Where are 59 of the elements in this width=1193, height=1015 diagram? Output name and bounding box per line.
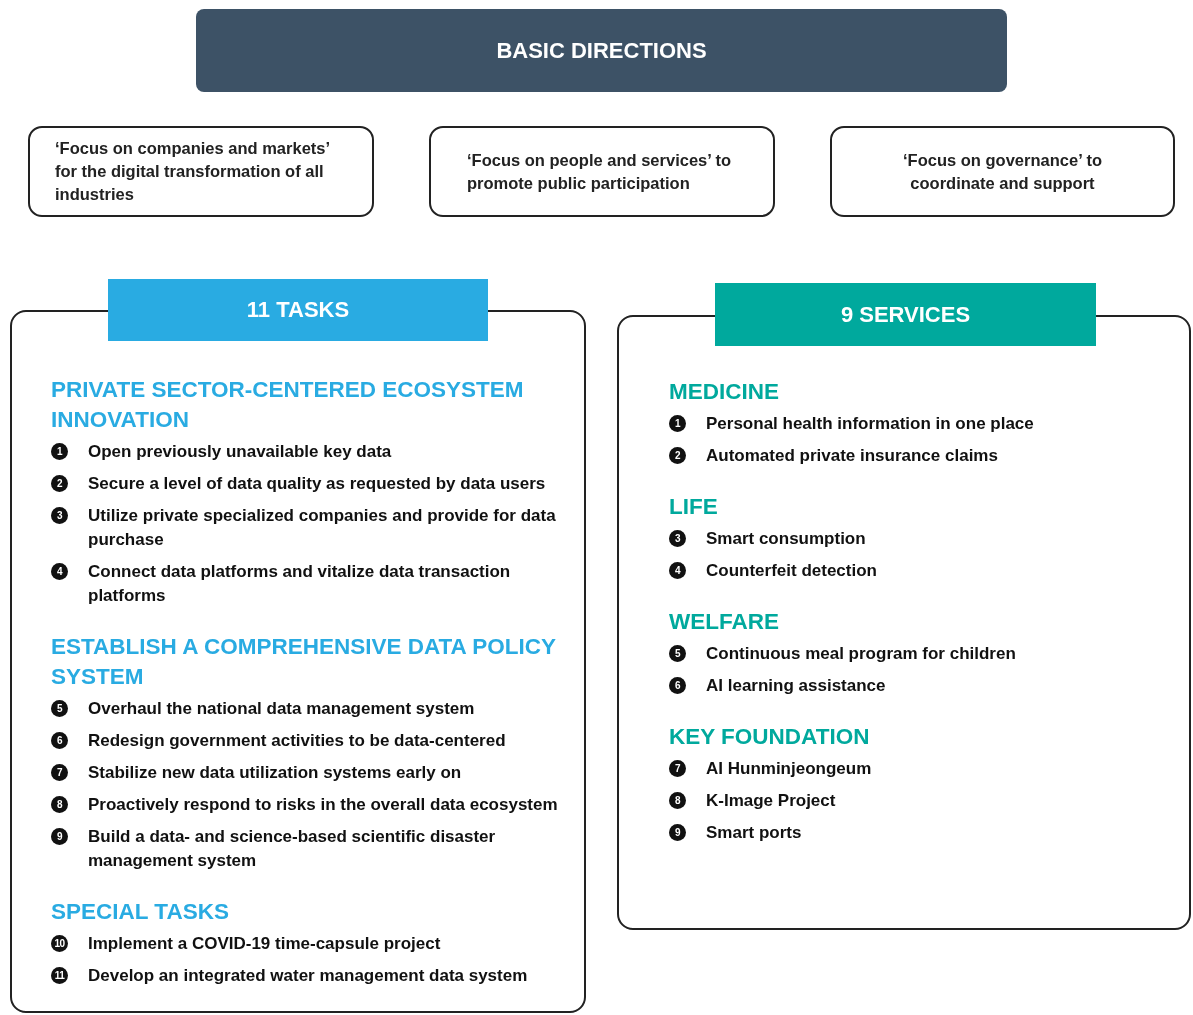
list-item: Counterfeit detection: [706, 560, 877, 582]
list-item: Stabilize new data utilization systems early on: [88, 762, 462, 784]
item-number: 11: [51, 967, 68, 984]
item-number: 9: [51, 828, 68, 845]
list-item: Overhaul the national data management system: [88, 698, 475, 720]
list-item: Smart consumption: [706, 528, 866, 550]
list-item: Connect data platforms and vitalize data transaction platforms: [88, 561, 512, 607]
list-item: Open previously unavailable key data: [88, 441, 392, 463]
list-item: Build a data- and science-based scientific disaster management system: [88, 826, 497, 872]
item-number: 1: [51, 443, 68, 460]
item-number: 3: [51, 507, 68, 524]
list-item: Utilize private specialized companies and provide for data purchase: [88, 505, 557, 551]
list-item: K-Image Project: [706, 790, 836, 812]
item-number: 2: [51, 475, 68, 492]
section-heading: LIFE: [669, 493, 719, 521]
list-item: AI Hunminjeongeum: [706, 758, 872, 780]
item-number: 4: [669, 562, 686, 579]
section-heading: ESTABLISH A COMPREHENSIVE DATA POLICY SYSTEM: [51, 633, 557, 691]
heading-text: 11 TASKS: [246, 297, 350, 323]
list-item: Automated private insurance claims: [706, 445, 998, 467]
direction-box: [830, 126, 1175, 217]
list-item: AI learning assistance: [706, 675, 886, 697]
item-number: 5: [51, 700, 68, 717]
services-heading-tab: [715, 283, 1096, 346]
list-item: Implement a COVID-19 time-capsule project: [88, 933, 441, 955]
item-number: 8: [51, 796, 68, 813]
heading-text: 9 SERVICES: [840, 301, 971, 328]
item-number: 6: [51, 732, 68, 749]
title-band: [196, 9, 1007, 92]
item-number: 1: [669, 415, 686, 432]
item-number: 7: [51, 764, 68, 781]
item-number: 8: [669, 792, 686, 809]
heading-text: BASIC DIRECTIONS: [496, 37, 707, 64]
direction-text: ‘Focus on governance’ to coordinate and support: [902, 149, 1103, 194]
list-item: Develop an integrated water management data system: [88, 965, 528, 987]
item-number: 3: [669, 530, 686, 547]
section-heading: KEY FOUNDATION: [669, 723, 871, 751]
list-item: Redesign government activities to be data-centered: [88, 730, 506, 752]
list-item: Secure a level of data quality as requested by data users: [88, 473, 546, 495]
item-number: 2: [669, 447, 686, 464]
direction-text: ‘Focus on companies and markets’ for the digital transformation of all industries: [55, 138, 331, 205]
direction-box: [28, 126, 374, 217]
item-number: 5: [669, 645, 686, 662]
list-item: Smart ports: [706, 822, 802, 844]
direction-text: ‘Focus on people and services’ to promote public participation: [467, 149, 733, 194]
section-heading: PRIVATE SECTOR-CENTERED ECOSYSTEM INNOVATION: [51, 376, 525, 434]
list-item: Personal health information in one place: [706, 413, 1034, 435]
item-number: 9: [669, 824, 686, 841]
item-number: 7: [669, 760, 686, 777]
item-number: 4: [51, 563, 68, 580]
section-heading: SPECIAL TASKS: [51, 898, 230, 926]
item-number: 6: [669, 677, 686, 694]
item-number: 10: [51, 935, 68, 952]
list-item: Proactively respond to risks in the overall data ecosystem: [88, 794, 558, 816]
list-item: Continuous meal program for children: [706, 643, 1016, 665]
tasks-heading-tab: [108, 279, 488, 341]
section-heading: MEDICINE: [669, 378, 780, 406]
direction-box: [429, 126, 775, 217]
section-heading: WELFARE: [669, 608, 780, 636]
